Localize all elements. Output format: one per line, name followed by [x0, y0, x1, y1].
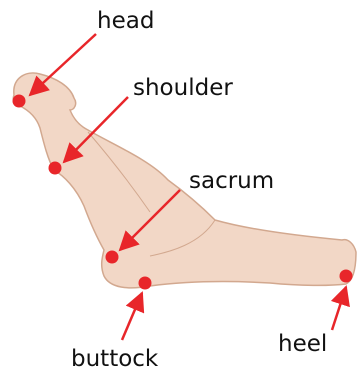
label-heel: heel [278, 331, 327, 357]
head-marker [13, 95, 26, 108]
label-buttock: buttock [71, 346, 159, 372]
heel-arrow [332, 287, 346, 330]
shoulder-marker [49, 162, 62, 175]
sacrum-marker [106, 251, 119, 264]
body-silhouette [13, 73, 356, 288]
label-shoulder: shoulder [133, 75, 233, 101]
buttock-arrow [122, 293, 142, 340]
label-head: head [97, 8, 154, 34]
label-sacrum: sacrum [189, 168, 274, 194]
buttock-marker [139, 277, 152, 290]
heel-marker [340, 270, 353, 283]
